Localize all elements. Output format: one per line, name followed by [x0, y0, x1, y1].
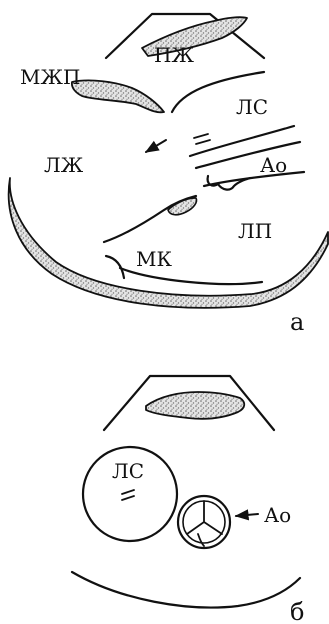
label-mzhp: МЖП: [20, 65, 80, 89]
label-lzh: ЛЖ: [44, 153, 84, 177]
rv-anterior-wall-b: [146, 392, 244, 419]
lv-posterior-wall-a: [9, 178, 328, 308]
mitral-valve-leaflet-posterior: [106, 256, 124, 278]
panel-letter-b: б: [290, 598, 304, 624]
label-ls-a: ЛС: [236, 95, 268, 119]
label-ls-b: ЛС: [112, 459, 144, 483]
panel-letter-a: а: [290, 308, 304, 336]
label-pzh: ПЖ: [154, 43, 194, 67]
label-lp: ЛП: [238, 219, 272, 243]
posterior-wall-curve-b: [72, 572, 300, 608]
arrow-ao-b: [236, 514, 258, 516]
mitral-aortic-junction: [168, 198, 197, 215]
aortic-root-posterior-wall: [204, 172, 304, 186]
ivs-septum-a: [72, 80, 164, 112]
arrow-a: [146, 140, 166, 152]
left-atrium-mark-b: [122, 490, 134, 500]
left-coronary-mark-a: [194, 134, 210, 144]
label-ao-b: Ао: [264, 503, 291, 527]
panel-b: [72, 376, 300, 608]
label-ao-a: Ао: [260, 153, 287, 177]
label-mk: МК: [136, 247, 172, 271]
